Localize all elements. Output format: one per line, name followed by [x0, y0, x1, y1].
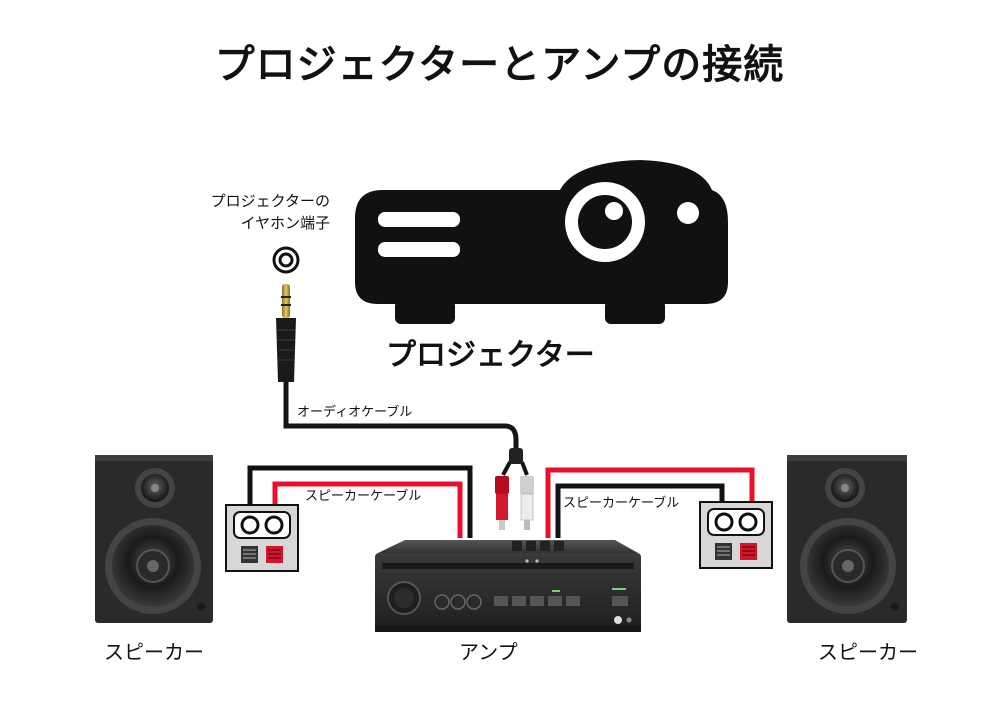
mini-plug-icon: [276, 284, 296, 382]
earphone-jack-icon: [272, 246, 300, 274]
speaker-left-icon: [95, 455, 213, 623]
amplifier-icon: [375, 540, 641, 632]
speaker-terminal-right-icon: [699, 501, 773, 569]
projector-icon: [355, 160, 728, 324]
speaker-cable-left-label: スピーカーケーブル: [305, 489, 422, 504]
rca-plug-red: [495, 476, 509, 530]
audio-cable-label: オーディオケーブル: [297, 405, 413, 420]
projector-label: プロジェクター: [386, 338, 595, 373]
diagram-title: プロジェクターとアンプの接続: [214, 42, 785, 88]
audio-cable: [283, 382, 519, 448]
earphone-jack-label-line2: イヤホン端子: [240, 214, 330, 232]
speaker-right-icon: [787, 455, 907, 623]
amp-label: アンプ: [459, 640, 518, 664]
speaker-right-label: スピーカー: [818, 640, 918, 664]
speaker-left-label: スピーカー: [104, 640, 204, 664]
speaker-cable-left-black: [247, 465, 473, 538]
speaker-cable-right-label: スピーカーケーブル: [563, 496, 680, 511]
rca-plug-white: [520, 476, 534, 530]
speaker-cable-right-black: [555, 483, 725, 538]
speaker-cable-left-red: [272, 481, 463, 538]
earphone-jack-label-line1: プロジェクターの: [210, 192, 330, 210]
speaker-cable-right-red: [545, 467, 755, 538]
speaker-terminal-left-icon: [225, 504, 299, 572]
earphone-jack-label: プロジェクターの イヤホン端子: [150, 190, 330, 234]
